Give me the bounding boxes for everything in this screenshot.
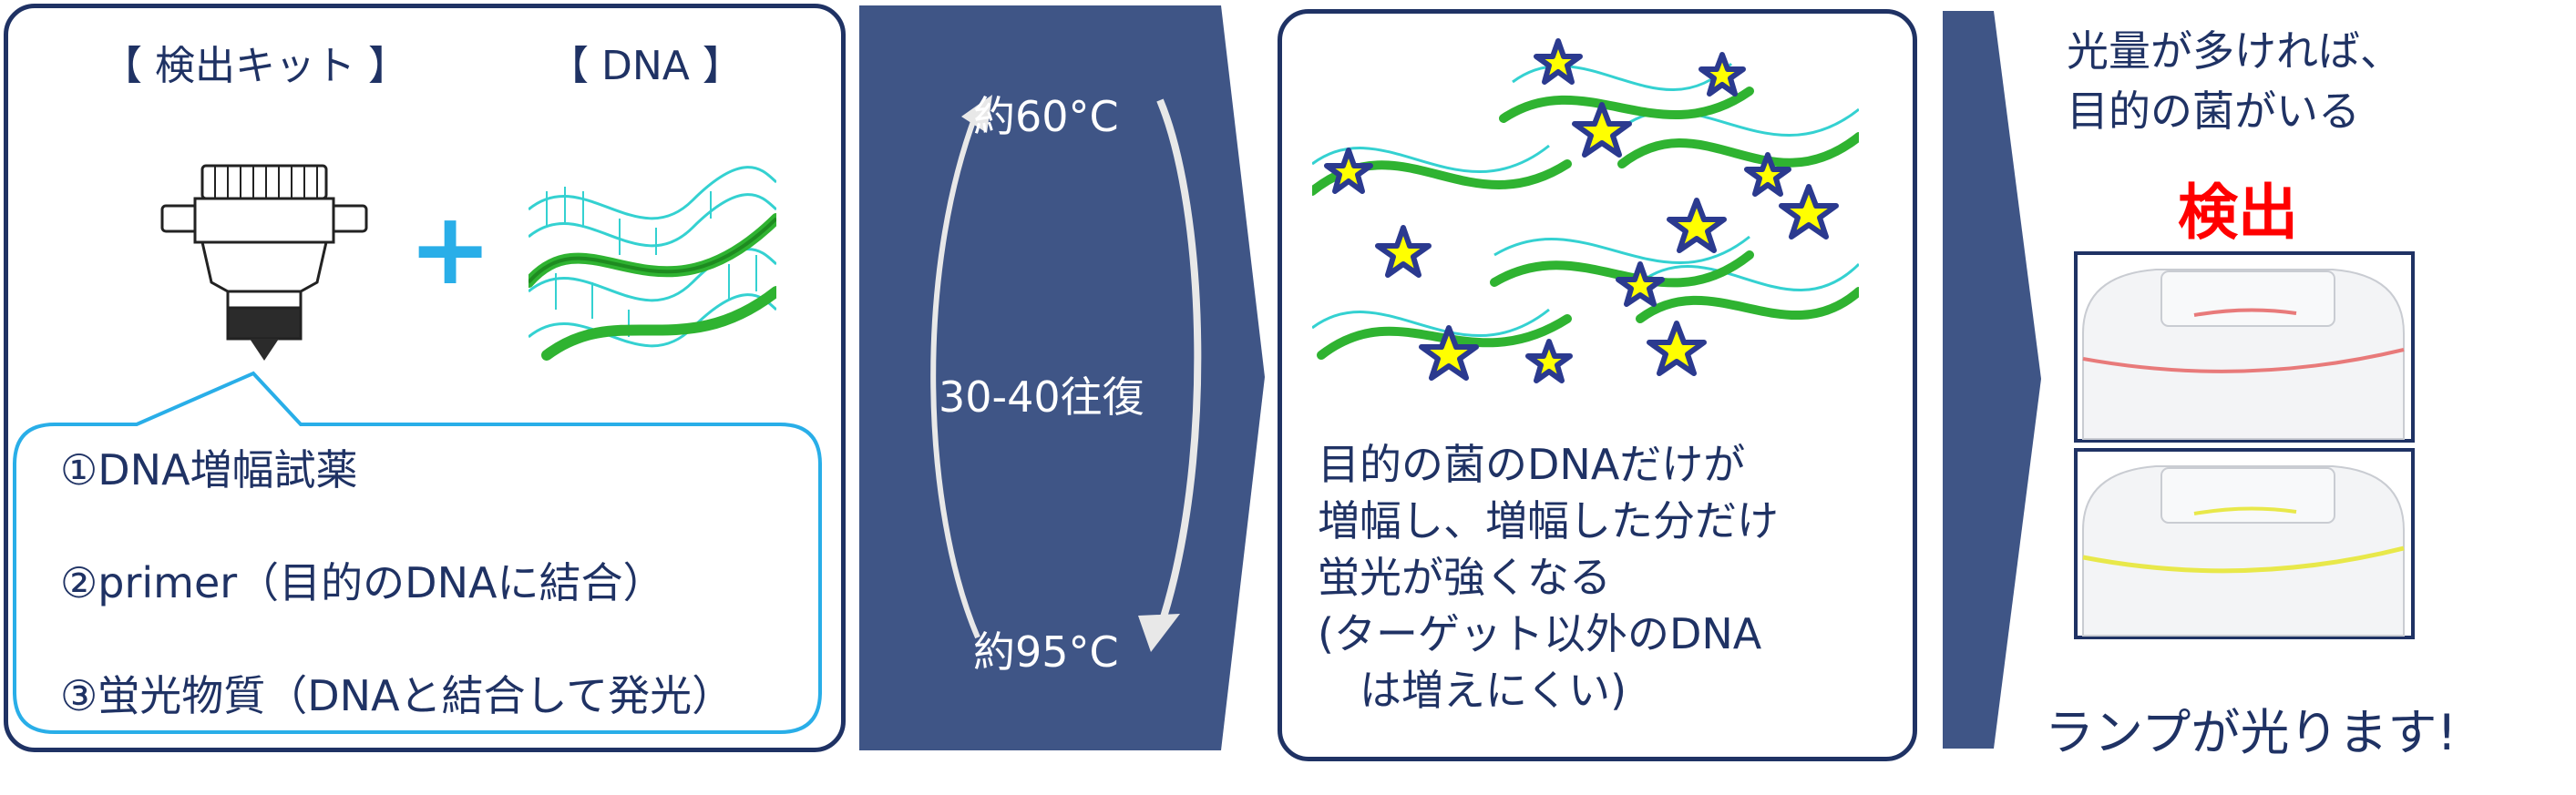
amplify-text-line-3: 蛍光が強くなる (1318, 545, 1611, 605)
amplified-dna-illustration (1312, 27, 1859, 401)
amplify-text-line-5: は増えにくい) (1318, 657, 1627, 718)
amplify-text-line-2: 増幅し、増幅した分だけ (1318, 488, 1779, 548)
detect-condition-line-1: 光量が多ければ、 (2067, 18, 2402, 78)
reagent-item-2: ②primer（目的のDNAに結合） (60, 550, 664, 610)
temperature-high: 約60°C (973, 84, 1119, 144)
lamp-red-device-image (2074, 251, 2415, 443)
lamp-yellow-device-image (2074, 448, 2415, 639)
lamp-message: ランプが光ります! (2045, 692, 2457, 764)
detect-result: 検出 (2178, 164, 2298, 251)
amplify-text-line-1: 目的の菌のDNAだけが (1318, 432, 1745, 492)
reagent-item-3: ③蛍光物質（DNAと結合して発光） (60, 663, 734, 723)
result-arrow-shape (1943, 11, 2041, 749)
reagent-callout-outline (0, 0, 847, 756)
cycle-repeat-count: 30-40往復 (939, 364, 1144, 424)
detect-condition-line-2: 目的の菌がいる (2067, 78, 2360, 138)
temperature-low: 約95°C (973, 619, 1119, 679)
reagent-item-1: ①DNA増幅試薬 (60, 437, 358, 497)
amplify-text-line-4: (ターゲット以外のDNA (1318, 601, 1761, 661)
